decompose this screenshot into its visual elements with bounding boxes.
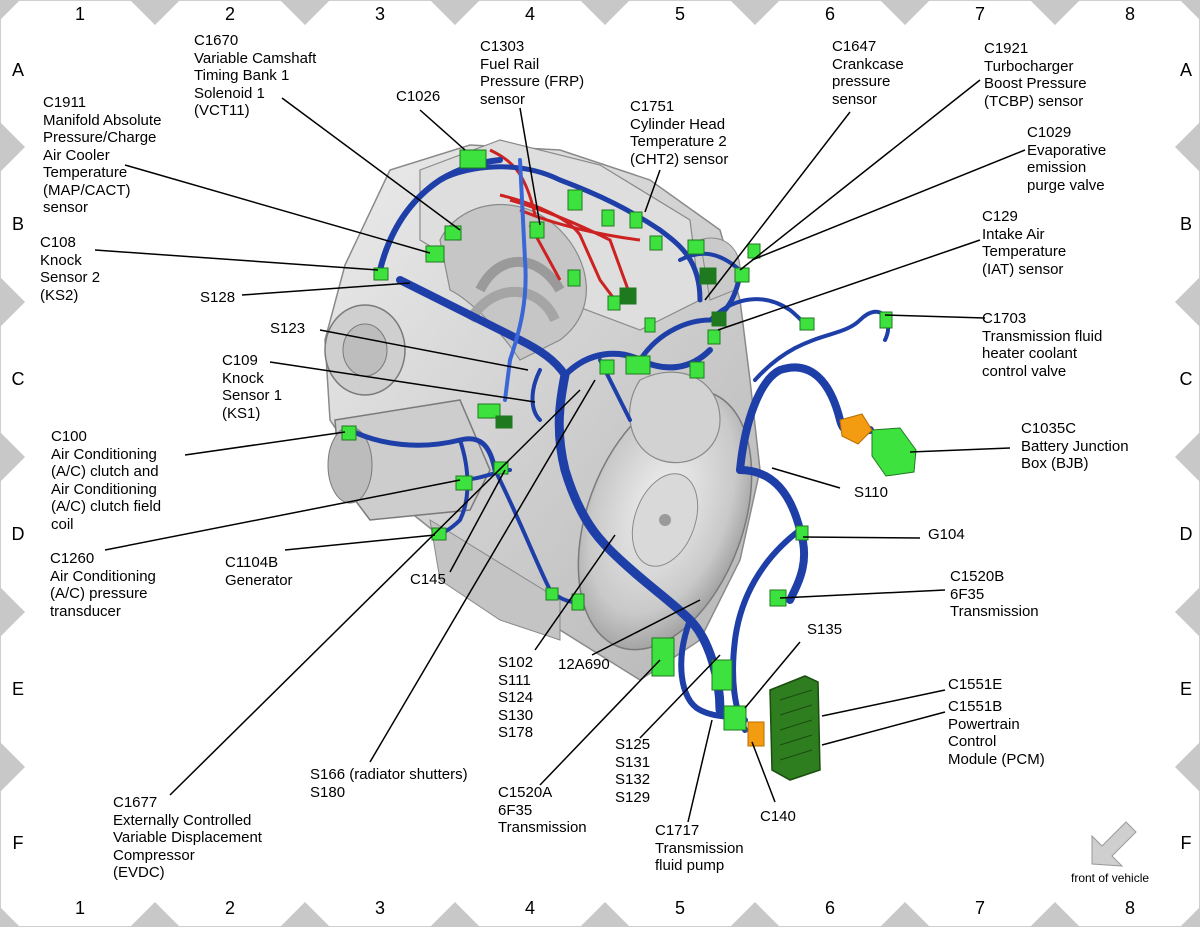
label-s102-group: S102 S111 S124 S130 S178: [498, 654, 534, 741]
label-c109: C109 Knock Sensor 1 (KS1): [222, 352, 283, 422]
label-c1921: C1921 Turbocharger Boost Pressure (TCBP)…: [984, 40, 1087, 110]
label-c1703: C1703 Transmission fluid heater coolant …: [982, 310, 1103, 380]
grid-col-bottom-2: 2: [224, 898, 235, 918]
label-c1029: C1029 Evaporative emission purge valve: [1027, 124, 1107, 194]
grid-col-top-7: 7: [974, 4, 985, 24]
label-c1026: C1026: [396, 88, 441, 105]
grid-row-right-d: D: [1179, 524, 1193, 544]
front-arrow-icon: [1091, 821, 1137, 867]
grid-col-top-8: 8: [1124, 4, 1135, 24]
grid-row-left-d: D: [11, 524, 25, 544]
label-c1520a: C1520A 6F35 Transmission: [498, 784, 587, 836]
orange-parts: [747, 413, 873, 747]
grid-col-bottom-1: 1: [74, 898, 85, 918]
grid-row-left-f: F: [12, 833, 24, 853]
intake-manifold: [439, 204, 587, 361]
label-c100: C100 Air Conditioning (A/C) clutch and A…: [51, 428, 162, 533]
label-c1717: C1717 Transmission fluid pump: [655, 822, 744, 874]
label-c108: C108 Knock Sensor 2 (KS2): [40, 234, 101, 304]
label-c129: C129 Intake Air Temperature (IAT) sensor: [982, 208, 1067, 278]
grid-row-right-a: A: [1179, 60, 1192, 80]
grid-col-top-4: 4: [524, 4, 535, 24]
grid-row-left-c: C: [11, 369, 25, 389]
label-12a690: 12A690: [558, 656, 610, 673]
engine-assembly: [324, 139, 761, 681]
label-s128: S128: [200, 289, 236, 306]
grid-row-right-b: B: [1179, 214, 1192, 234]
pcm-module: [769, 675, 821, 781]
label-s166-group: S166 (radiator shutters) S180: [310, 766, 468, 801]
label-c1670: C1670 Variable Camshaft Timing Bank 1 So…: [194, 32, 317, 119]
label-c1751: C1751 Cylinder Head Temperature 2 (CHT2)…: [630, 98, 729, 168]
grid-row-right-f: F: [1180, 833, 1192, 853]
label-front-of-vehicle: front of vehicle: [1071, 871, 1150, 885]
label-c1911: C1911 Manifold Absolute Pressure/Charge …: [43, 94, 162, 216]
label-s135: S135: [807, 621, 843, 638]
grid-row-left-e: E: [11, 679, 24, 699]
grid-col-top-2: 2: [224, 4, 235, 24]
label-c1260: C1260 Air Conditioning (A/C) pressure tr…: [50, 550, 156, 620]
grid-row-left-b: B: [11, 214, 24, 234]
label-s123: S123: [270, 320, 306, 337]
grid-row-left-a: A: [11, 60, 24, 80]
label-c1677: C1677 Externally Controlled Variable Dis…: [113, 794, 262, 881]
grid-col-top-3: 3: [374, 4, 385, 24]
label-c1035c: C1035C Battery Junction Box (BJB): [1021, 420, 1129, 472]
label-c1551b: C1551B Powertrain Control Module (PCM): [948, 698, 1045, 768]
grid-col-top-6: 6: [824, 4, 835, 24]
label-c1104b: C1104B Generator: [225, 554, 293, 589]
label-c1520b: C1520B 6F35 Transmission: [950, 568, 1039, 620]
label-s110: S110: [854, 484, 888, 501]
connectors: [341, 149, 917, 731]
grid-col-bottom-8: 8: [1124, 898, 1135, 918]
grid-col-bottom-4: 4: [524, 898, 535, 918]
grid-row-right-e: E: [1179, 679, 1192, 699]
grid-col-bottom-6: 6: [824, 898, 835, 918]
grid-col-top-5: 5: [674, 4, 685, 24]
grid-col-top-1: 1: [74, 4, 85, 24]
battery-junction-box: [871, 427, 917, 477]
leader-lines: [94, 79, 1026, 823]
label-s125-group: S125 S131 S132 S129: [615, 736, 651, 806]
grid-row-right-c: C: [1179, 369, 1193, 389]
label-c1303: C1303 Fuel Rail Pressure (FRP) sensor: [480, 38, 585, 108]
grid-col-bottom-5: 5: [674, 898, 685, 918]
label-c1551e: C1551E: [948, 676, 1003, 693]
label-c145: C145: [410, 571, 446, 588]
label-g104: G104: [928, 526, 965, 543]
label-c140: C140: [760, 808, 796, 825]
grid-col-bottom-3: 3: [374, 898, 385, 918]
label-c1647: C1647 Crankcase pressure sensor: [832, 38, 904, 108]
grid-col-bottom-7: 7: [974, 898, 985, 918]
